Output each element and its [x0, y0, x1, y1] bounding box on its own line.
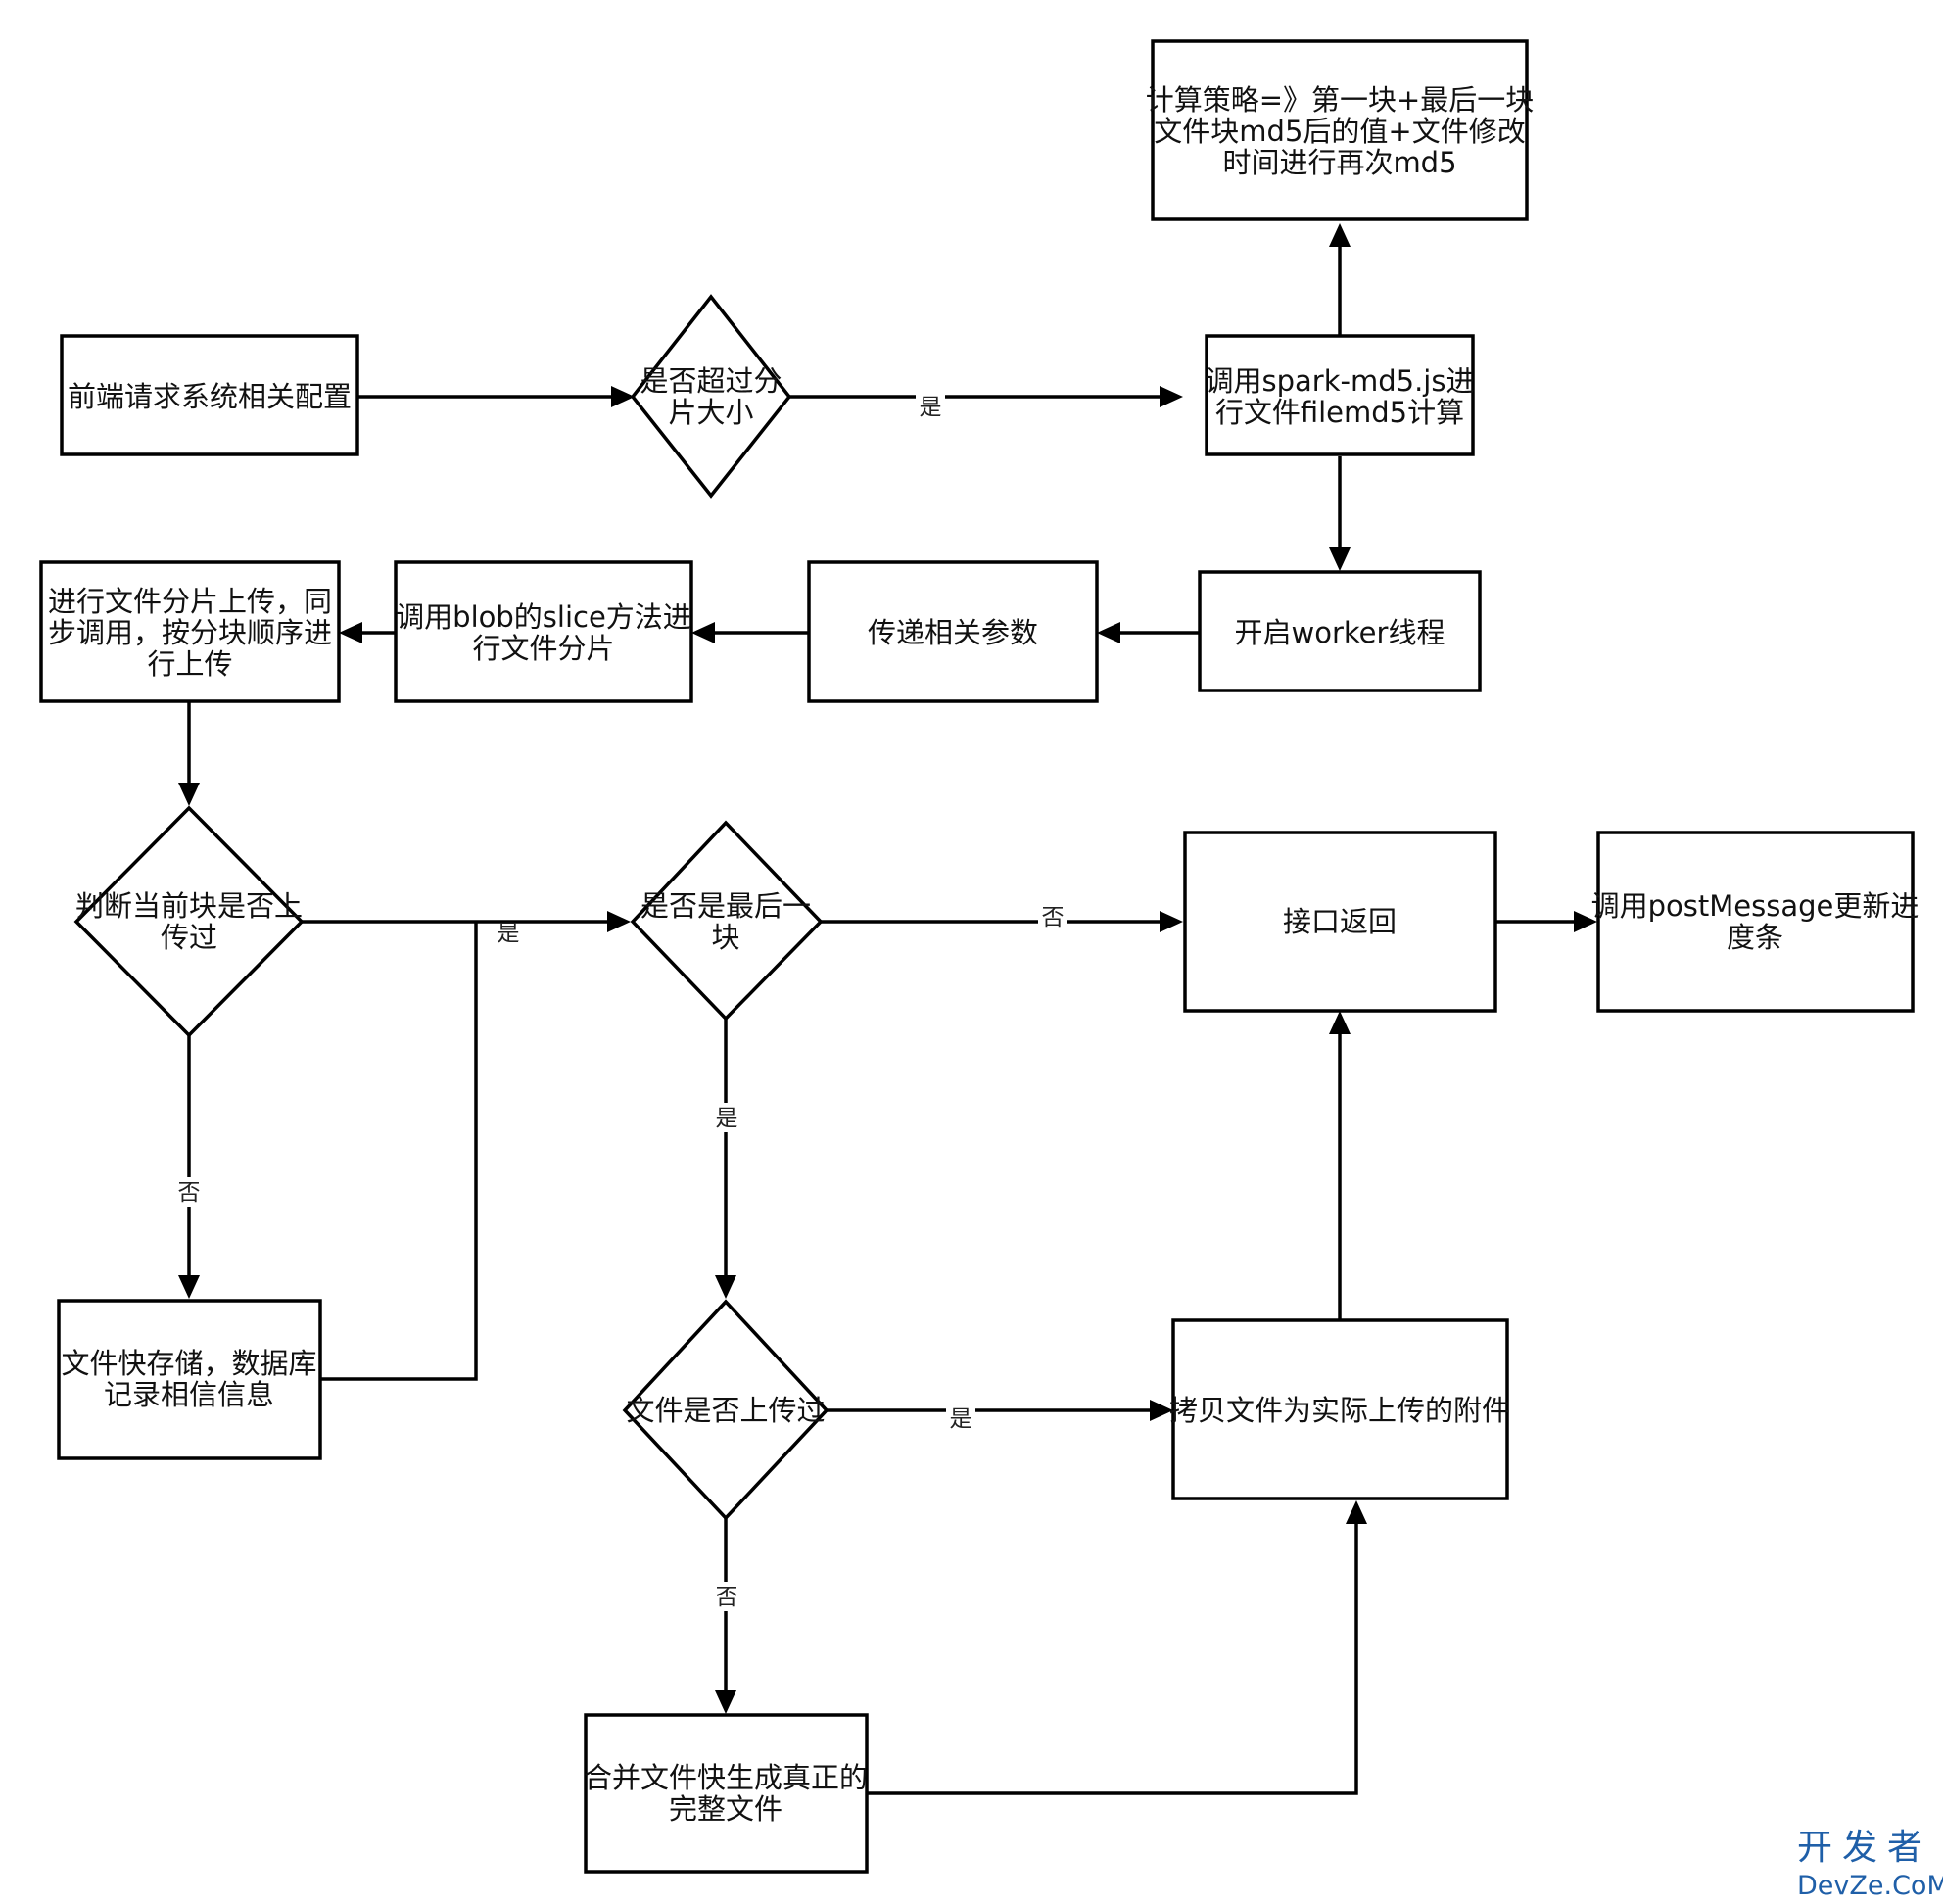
- label-line: 调用blob的slice方法进: [396, 600, 691, 634]
- label-line: 传递相关参数: [868, 616, 1038, 649]
- label-line: 行上传: [147, 647, 232, 681]
- node-spark-md5-label: 调用spark-md5.js进行文件filemd5计算: [1206, 364, 1475, 429]
- label-line: 接口返回: [1283, 905, 1397, 938]
- label-line: 判断当前块是否上: [75, 889, 303, 923]
- label-line: 文件快存储，数据库: [61, 1347, 316, 1380]
- arrowhead: [1329, 547, 1351, 571]
- edge-store-to-last: [320, 922, 478, 1381]
- label-line: 计算策略=》第一块+最后一块: [1146, 83, 1535, 117]
- arrowhead: [611, 386, 635, 407]
- edge-label-fileup-no: 否: [716, 1585, 738, 1610]
- arrowhead: [1329, 223, 1351, 247]
- decision-exceed-slice-size-label: 是否超过分片大小: [640, 364, 782, 429]
- node-strategy-label: 计算策略=》第一块+最后一块文件块md5后的值+文件修改时间进行再次md5: [1146, 83, 1535, 179]
- decision-is-last-chunk: [630, 820, 824, 1022]
- label-line: 度条: [1727, 921, 1783, 954]
- arrowhead: [339, 622, 362, 643]
- arrowhead: [1574, 911, 1597, 932]
- arrowhead: [715, 1690, 736, 1714]
- label-line: 文件是否上传过: [626, 1394, 825, 1427]
- arrowhead: [1097, 622, 1120, 643]
- node-merge-chunks: [584, 1713, 869, 1874]
- node-copy-file-label: 拷贝文件为实际上传的附件: [1169, 1394, 1510, 1427]
- edge-label-last-no: 否: [1042, 905, 1065, 930]
- node-blob-slice: [394, 560, 693, 703]
- edge-label-check-yes: 是: [498, 921, 520, 946]
- label-line: 是否是最后一: [640, 889, 811, 923]
- node-blob-slice-label: 调用blob的slice方法进行文件分片: [396, 600, 691, 665]
- edge-label-check-no: 否: [178, 1180, 201, 1206]
- arrowhead: [1150, 1400, 1173, 1421]
- arrowhead: [1160, 386, 1183, 407]
- label-line: 记录相信信息: [104, 1378, 274, 1411]
- label-line: 调用postMessage更新进: [1591, 889, 1919, 923]
- label-line: 块: [711, 921, 739, 954]
- decision-file-uploaded-label: 文件是否上传过: [626, 1394, 825, 1427]
- node-frontend-config-label: 前端请求系统相关配置: [68, 380, 352, 413]
- label-line: 拷贝文件为实际上传的附件: [1169, 1394, 1510, 1427]
- node-copy-file: [1171, 1318, 1509, 1500]
- edge-label-exceed-yes: 是: [920, 395, 942, 420]
- label-line: 文件块md5后的值+文件修改: [1154, 115, 1525, 148]
- edge-labels: 是 是 否 否 是 是 否: [174, 392, 1067, 1611]
- edge-label-fileup-yes: 是: [950, 1406, 972, 1432]
- label-line: 行文件filemd5计算: [1215, 396, 1464, 429]
- decision-is-last-chunk-label: 是否是最后一块: [640, 889, 811, 954]
- node-pass-params: [807, 560, 1099, 703]
- edge-label-last-yes: 是: [716, 1106, 738, 1131]
- label-line: 合并文件快生成真正的: [584, 1761, 868, 1794]
- node-store-chunk-label: 文件快存储，数据库记录相信信息: [61, 1347, 316, 1411]
- edges: [178, 223, 1597, 1795]
- label-line: 传过: [161, 921, 217, 954]
- arrowhead: [1160, 911, 1183, 932]
- label-line: 调用spark-md5.js进: [1206, 364, 1475, 398]
- arrowhead: [1346, 1500, 1367, 1524]
- node-start-worker: [1198, 570, 1482, 692]
- node-start-worker-label: 开启worker线程: [1235, 616, 1445, 649]
- decision-chunk-uploaded: [73, 805, 305, 1038]
- node-api-return-label: 接口返回: [1283, 905, 1397, 938]
- node-pass-params-label: 传递相关参数: [868, 616, 1038, 649]
- arrowhead: [1329, 1011, 1351, 1034]
- watermark: 开发者 DevZe.CoM: [1797, 1828, 1943, 1901]
- label-line: 行文件分片: [472, 632, 614, 665]
- node-strategy: [1151, 39, 1529, 221]
- nodes: 前端请求系统相关配置 是否超过分片大小 计算策略=》第一块+最后一块文件块md5…: [39, 39, 1919, 1874]
- arrowhead: [178, 1275, 200, 1299]
- arrowhead: [178, 783, 200, 806]
- node-api-return: [1183, 831, 1497, 1013]
- label-line: 是否超过分: [640, 364, 782, 398]
- node-chunk-upload: [39, 560, 341, 703]
- arrowhead: [607, 911, 631, 932]
- label-line: 片大小: [668, 396, 753, 429]
- label-line: 开启worker线程: [1235, 616, 1445, 649]
- node-store-chunk: [57, 1299, 322, 1460]
- node-post-message-label: 调用postMessage更新进度条: [1591, 889, 1919, 954]
- watermark-cn: 开发者: [1797, 1828, 1932, 1868]
- node-frontend-config: [60, 334, 359, 456]
- label-line: 进行文件分片上传，同: [48, 585, 332, 618]
- decision-file-uploaded: [622, 1299, 829, 1521]
- node-spark-md5: [1205, 334, 1475, 456]
- node-post-message: [1596, 831, 1915, 1013]
- edge-merge-to-copy: [867, 1520, 1358, 1795]
- decision-chunk-uploaded-label: 判断当前块是否上传过: [75, 889, 303, 954]
- label-line: 步调用，按分块顺序进: [48, 616, 332, 649]
- decision-exceed-slice-size: [630, 294, 792, 499]
- node-chunk-upload-label: 进行文件分片上传，同步调用，按分块顺序进行上传: [48, 585, 332, 681]
- arrowhead: [691, 622, 715, 643]
- label-line: 完整文件: [669, 1792, 782, 1826]
- label-line: 时间进行再次md5: [1222, 146, 1456, 179]
- node-merge-chunks-label: 合并文件快生成真正的完整文件: [584, 1761, 868, 1826]
- watermark-en: DevZe.CoM: [1797, 1871, 1943, 1901]
- arrowhead: [715, 1275, 736, 1299]
- label-line: 前端请求系统相关配置: [68, 380, 352, 413]
